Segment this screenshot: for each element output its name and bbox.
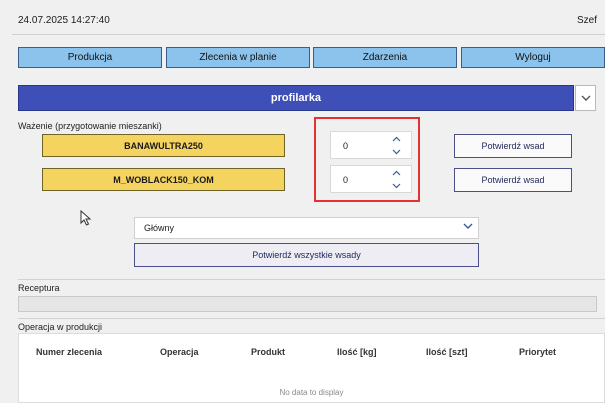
zdarzenia-button[interactable]: Zdarzenia: [313, 47, 457, 68]
mouse-pointer-icon: [80, 209, 92, 231]
mixture-button-1[interactable]: BANAWULTRA250: [42, 134, 285, 157]
column-header[interactable]: Numer zlecenia: [36, 347, 103, 357]
column-header[interactable]: Ilość [szt]: [426, 347, 468, 357]
station-dropdown-button[interactable]: [575, 85, 596, 111]
highlight-box: [314, 117, 420, 202]
quantity-stepper-1[interactable]: 0: [330, 131, 412, 159]
mixture-button-2[interactable]: M_WOBLACK150_KOM: [42, 168, 285, 191]
column-header[interactable]: Priorytet: [519, 347, 557, 357]
confirm-all-batches-button[interactable]: Potwierdź wszystkie wsady: [134, 243, 479, 267]
operations-label: Operacja w produkcji: [18, 322, 103, 332]
produkcja-button[interactable]: Produkcja: [18, 47, 162, 68]
receptura-field: [18, 296, 597, 312]
quantity-stepper-2[interactable]: 0: [330, 165, 412, 193]
column-header[interactable]: Produkt: [251, 347, 286, 357]
chevron-down-icon: [463, 222, 473, 232]
section-divider: [18, 318, 605, 319]
target-select-value: Główny: [144, 223, 175, 233]
zlecenia-w-planie-button[interactable]: Zlecenia w planie: [166, 47, 310, 68]
datetime-label: 24.07.2025 14:27:40: [18, 15, 110, 26]
column-header[interactable]: Operacja: [160, 347, 199, 357]
spinner-down-icon[interactable]: [388, 180, 404, 192]
user-name: Szef: [576, 15, 597, 26]
receptura-label: Receptura: [18, 283, 60, 293]
quantity-value-2[interactable]: 0: [343, 175, 349, 185]
station-title-bar: profilarka: [18, 85, 574, 111]
empty-table-message: No data to display: [279, 388, 344, 397]
operations-table: Numer zlecenia Operacja Produkt Ilość [k…: [18, 333, 605, 403]
quantity-value-1[interactable]: 0: [343, 141, 349, 151]
spinner-down-icon[interactable]: [388, 146, 404, 158]
weighing-section-label: Ważenie (przygotowanie mieszanki): [18, 121, 162, 131]
confirm-batch-button-2[interactable]: Potwierdź wsad: [454, 168, 572, 192]
section-divider: [18, 279, 605, 280]
chevron-down-icon: [581, 95, 590, 101]
column-header[interactable]: Ilość [kg]: [337, 347, 377, 357]
spinner-up-icon[interactable]: [388, 133, 404, 145]
header-divider: [12, 34, 605, 35]
wyloguj-button[interactable]: Wyloguj: [461, 47, 605, 68]
spinner-up-icon[interactable]: [388, 167, 404, 179]
target-select[interactable]: Główny: [134, 217, 479, 239]
confirm-batch-button-1[interactable]: Potwierdź wsad: [454, 134, 572, 158]
